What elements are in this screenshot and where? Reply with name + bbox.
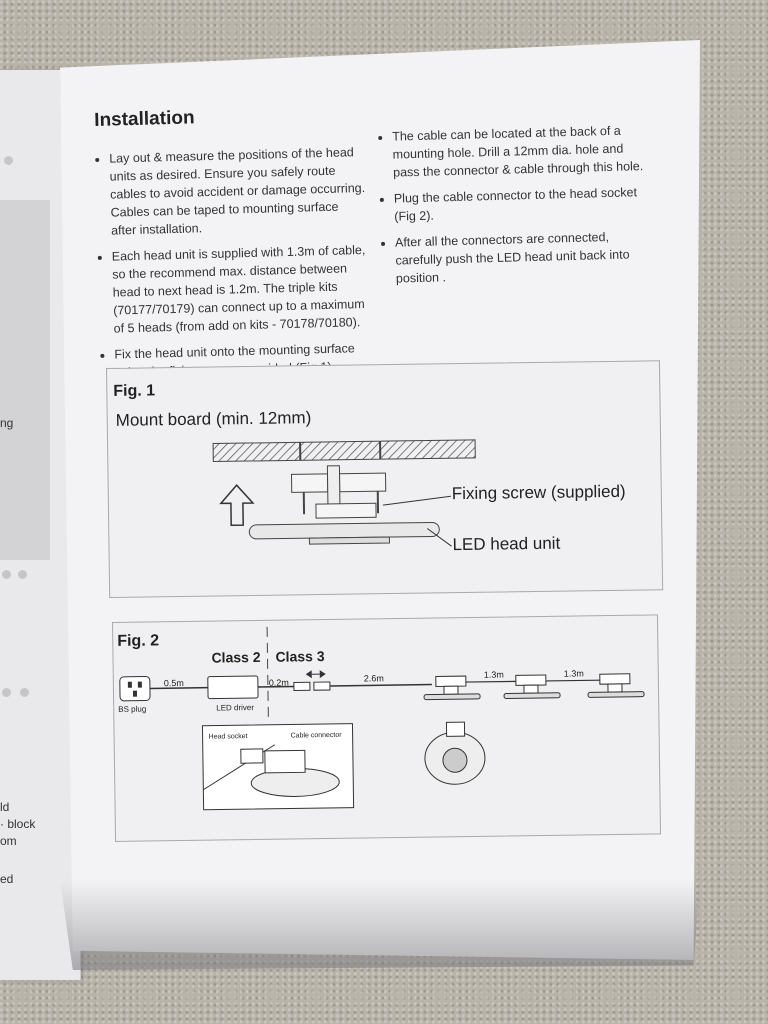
left-page-dot [2,570,11,579]
led-driver-label: LED driver [216,703,255,713]
installation-bullet: Lay out & measure the positions of the h… [109,143,367,240]
page-shadow [60,880,700,970]
head-socket-label: Head socket [208,733,248,741]
fixing-screw-leader [382,495,451,506]
left-column: Lay out & measure the positions of the h… [95,143,371,390]
bs-plug [119,676,151,702]
up-arrow-icon [219,484,255,527]
figure-1: Fig. 1 Mount board (min. 12mm) Fixing sc… [106,360,664,598]
left-page-fragment: ng [0,416,14,430]
length-label: 1.3m [563,668,584,679]
led-head-leader [426,528,452,547]
class2-label: Class 2 [211,648,261,666]
connect-arrows-icon [305,670,326,679]
length-label: 1.3m [483,669,504,680]
length-label: 0.2m [268,677,289,688]
led-head-unit [248,521,440,540]
left-page-fragment: ed [0,872,14,886]
left-page-gray-block [0,200,50,560]
led-driver [207,675,259,700]
cable-connector-label: Cable connector [290,731,342,740]
left-page-dot [20,688,29,697]
left-page-fragment: ld [0,800,10,814]
installation-bullet: The cable can be located at the back of … [392,121,649,182]
installation-bullet: Each head unit is supplied with 1.3m of … [112,241,370,338]
head-unit [503,674,561,700]
left-page-dot [2,688,11,697]
length-label: 2.6m [363,673,384,684]
length-label: 0.5m [163,678,184,689]
class-divider [266,626,269,721]
head-unit [423,675,481,701]
mount-board [212,439,476,463]
head-unit-bracket [290,465,387,519]
head-unit [587,673,645,698]
cable-connector [293,681,311,691]
right-column: The cable can be located at the back of … [378,121,652,296]
installation-bullet: Plug the cable connector to the head soc… [394,183,651,226]
left-page-dot [4,156,13,165]
left-page-fragment: om [0,834,17,848]
left-page-dot [18,570,27,579]
led-head-label: LED head unit [452,533,561,555]
figure-2: Fig. 2 [112,614,662,842]
left-page-fragment: · block [0,817,36,831]
fixing-screw-label: Fixing screw (supplied) [451,481,626,504]
class3-label: Class 3 [275,648,325,665]
installation-bullet: After all the connectors are connected, … [395,227,652,288]
fig1-diagram [212,439,476,547]
installation-title: Installation [94,107,195,131]
fig2-diagram [119,626,645,811]
bs-plug-label: BS plug [118,704,147,714]
